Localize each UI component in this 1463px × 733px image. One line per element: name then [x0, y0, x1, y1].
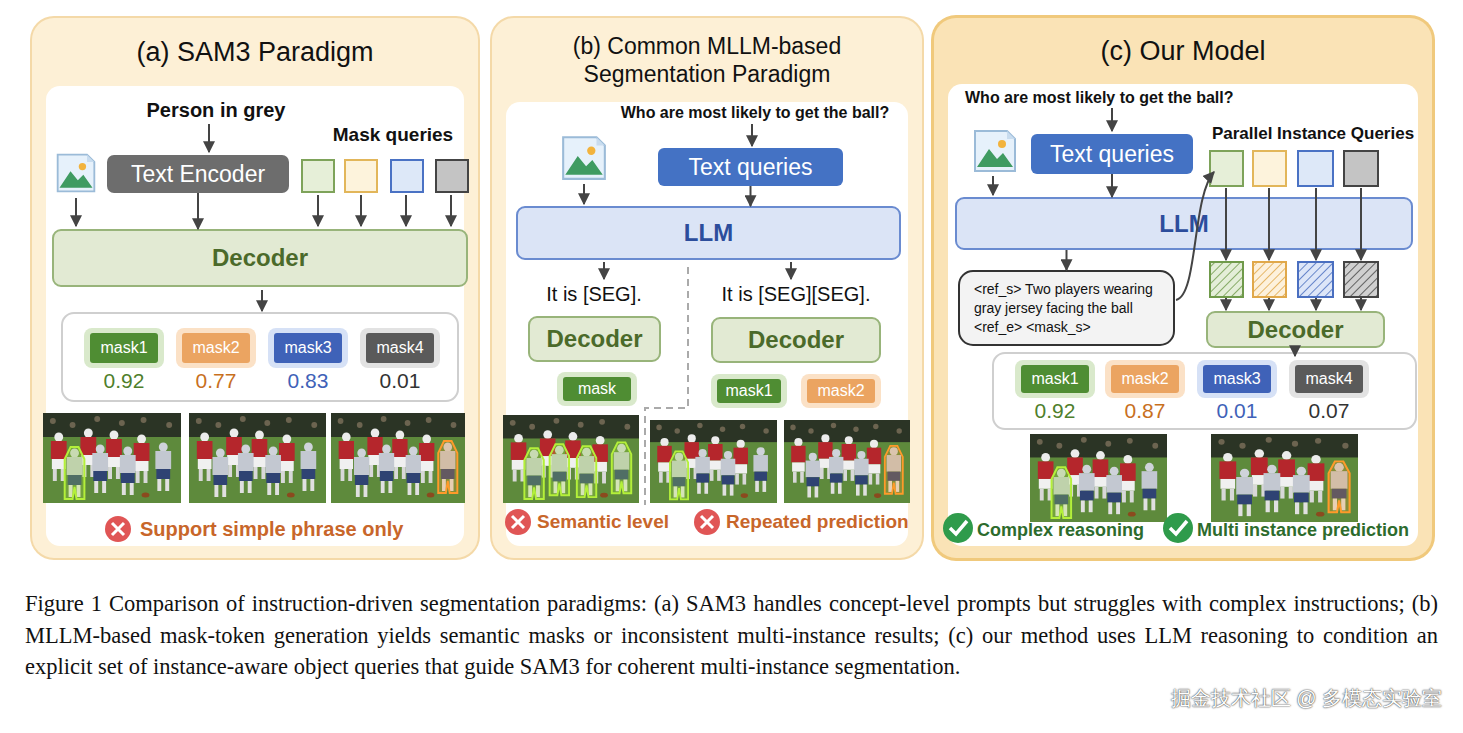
mask-chip: mask — [557, 372, 637, 406]
node-label: LLM — [1159, 210, 1208, 238]
reasoning-bubble: <ref_s> Two players wearing gray jersey … — [958, 270, 1175, 346]
node-label: Decoder — [546, 325, 642, 353]
mask-label: mask4 — [1295, 365, 1363, 393]
mask-label: mask1 — [1021, 365, 1089, 393]
score-value: 0.87 — [1095, 399, 1195, 423]
score-value: 0.83 — [258, 369, 358, 393]
watermark: 掘金技术社区 @ 多模态实验室 — [1171, 685, 1442, 712]
annotation-label: Semantic level — [537, 511, 669, 533]
score-value: 0.01 — [1187, 399, 1287, 423]
mask-chip: mask40.07 — [1289, 360, 1369, 398]
mask-chip: mask30.01 — [1197, 360, 1277, 398]
decoder-box: Decoder — [528, 316, 661, 362]
mask-label: mask2 — [1111, 365, 1179, 393]
score-value: 0.92 — [1005, 399, 1105, 423]
node-label: Decoder — [1247, 316, 1343, 344]
node-label: <ref_s> Two players wearing gray jersey … — [974, 280, 1163, 337]
text-query-box: Text queries — [1031, 134, 1193, 174]
mask-chip: mask20.87 — [1105, 360, 1185, 398]
panel-title: (b) Common MLLM-based Segmentation Parad… — [492, 18, 922, 102]
annotation-label: Repeated prediction — [726, 511, 909, 533]
mask-label: mask2 — [807, 379, 875, 403]
llm-box: LLM — [955, 197, 1413, 250]
decoder-box: Decoder — [1206, 311, 1385, 348]
annotation-label: Mask queries — [333, 124, 453, 146]
annotation-label: Complex reasoning — [977, 520, 1144, 541]
node-label: Decoder — [748, 326, 844, 354]
decoder-box: Decoder — [711, 317, 881, 363]
mask-chip: mask30.83 — [268, 328, 348, 368]
mask-label: mask — [563, 377, 631, 401]
mask-label: mask3 — [274, 333, 342, 363]
mask-label: mask2 — [182, 333, 250, 363]
encoder-box: Text Encoder — [107, 155, 289, 193]
figure-caption: Figure 1 Comparison of instruction-drive… — [25, 588, 1438, 683]
node-label: Decoder — [212, 244, 308, 272]
score-value: 0.77 — [166, 369, 266, 393]
annotation-label: Person in grey — [147, 99, 286, 122]
node-label: Text Encoder — [131, 161, 265, 188]
score-value: 0.01 — [350, 369, 450, 393]
annotation-label: It is [SEG][SEG]. — [722, 283, 871, 306]
annotation-label: Who are most likely to get the ball? — [621, 104, 889, 122]
annotation-label: Parallel Instance Queries — [1212, 124, 1414, 144]
mask-label: mask1 — [717, 379, 781, 403]
annotation-label: Who are most likely to get the ball? — [965, 89, 1233, 107]
panel-title: (c) Our Model — [934, 18, 1432, 84]
llm-box: LLM — [516, 206, 901, 260]
annotation-label: It is [SEG]. — [546, 283, 642, 306]
annotation-label: Multi instance prediction — [1197, 520, 1409, 541]
annotation-label: Support simple phrase only — [140, 518, 403, 541]
mask-chip: mask10.92 — [84, 328, 164, 368]
text-query-box: Text queries — [658, 148, 843, 186]
mask-chip: mask40.01 — [360, 328, 440, 368]
score-value: 0.92 — [74, 369, 174, 393]
node-label: Text queries — [1050, 141, 1174, 168]
mask-chip: mask10.92 — [1015, 360, 1095, 398]
mask-label: mask1 — [90, 333, 158, 363]
panel-title: (a) SAM3 Paradigm — [32, 18, 478, 86]
score-value: 0.07 — [1279, 399, 1379, 423]
node-label: LLM — [684, 219, 733, 247]
mask-label: mask3 — [1203, 365, 1271, 393]
mask-chip: mask1 — [711, 374, 787, 408]
decoder-box: Decoder — [52, 229, 468, 287]
mask-chip: mask2 — [801, 374, 881, 408]
node-label: Text queries — [688, 154, 812, 181]
mask-chip: mask20.77 — [176, 328, 256, 368]
mask-label: mask4 — [366, 333, 434, 363]
